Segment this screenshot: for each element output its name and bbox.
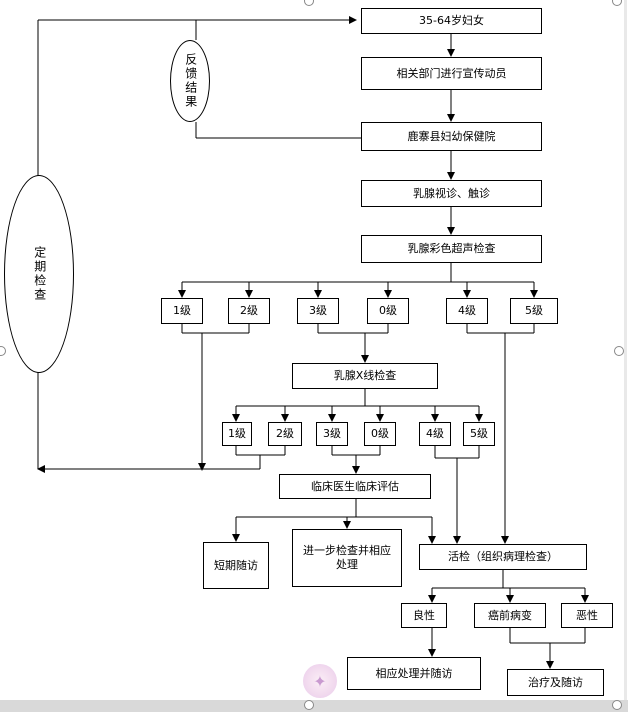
women-35-64-box: 35-64岁妇女 <box>361 8 542 34</box>
xray-box: 乳腺X线检查 <box>292 363 438 389</box>
us-grade-0: 0级 <box>367 298 409 324</box>
right-resize-handle[interactable] <box>614 346 624 356</box>
treatment-followup-box: 治疗及随访 <box>507 669 604 696</box>
bottom-right-resize-handle[interactable] <box>612 700 622 710</box>
further-check-box: 进一步检查并相应处理 <box>292 529 402 587</box>
right-edge-bar <box>624 0 627 712</box>
benign-action-box: 相应处理并随访 <box>347 657 481 690</box>
feedback-oval: 反馈结果 <box>170 40 210 122</box>
clinical-evaluation-box: 临床医生临床评估 <box>279 474 431 499</box>
us-grade-4: 4级 <box>446 298 488 324</box>
xr-grade-2: 2级 <box>268 422 302 446</box>
bottom-frame-bar <box>0 700 628 712</box>
xr-grade-4: 4级 <box>419 422 451 446</box>
us-grade-5: 5级 <box>510 298 558 324</box>
watermark-logo-icon: ✦ <box>303 664 337 698</box>
top-resize-handle[interactable] <box>304 0 314 6</box>
left-resize-handle[interactable] <box>0 346 6 356</box>
xr-grade-1: 1级 <box>222 422 252 446</box>
palpation-box: 乳腺视诊、触诊 <box>361 180 542 207</box>
us-grade-2: 2级 <box>228 298 270 324</box>
us-grade-3: 3级 <box>297 298 339 324</box>
malignant-box: 恶性 <box>561 603 613 628</box>
regular-check-oval: 定期检查 <box>4 175 74 373</box>
ultrasound-box: 乳腺彩色超声检查 <box>361 235 542 263</box>
benign-box: 良性 <box>401 603 447 628</box>
bottom-resize-handle[interactable] <box>304 700 314 710</box>
maternal-hospital-box: 鹿寨县妇幼保健院 <box>361 122 542 151</box>
xr-grade-0: 0级 <box>364 422 396 446</box>
biopsy-box: 活检（组织病理检查） <box>419 544 587 570</box>
short-term-followup-box: 短期随访 <box>203 542 269 589</box>
top-right-resize-handle[interactable] <box>612 0 622 6</box>
xr-grade-3: 3级 <box>316 422 348 446</box>
publicity-box: 相关部门进行宣传动员 <box>361 57 542 90</box>
precancer-box: 癌前病变 <box>474 603 546 628</box>
xr-grade-5: 5级 <box>463 422 495 446</box>
us-grade-1: 1级 <box>161 298 203 324</box>
